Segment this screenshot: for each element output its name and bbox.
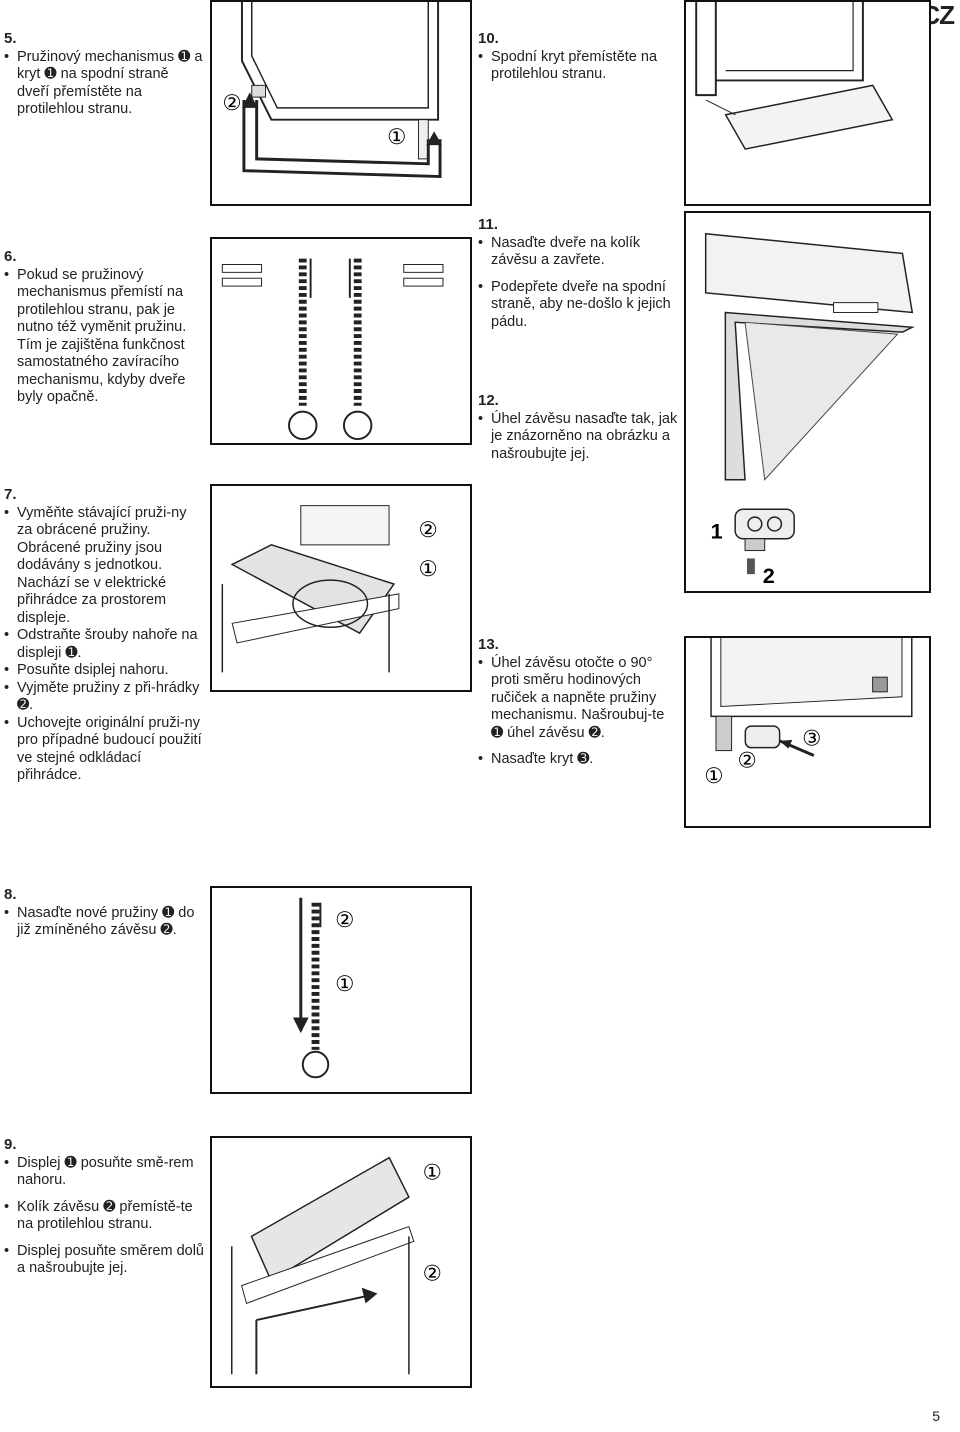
step-number: 5. <box>4 30 17 47</box>
step-item: Nasaďte dveře na kolík závěsu a zavřete. <box>478 235 678 270</box>
step-item: Odstraňte šrouby nahoře na displeji ➊. <box>4 627 204 662</box>
step-item: Nasaďte nové pružiny ➊ do již zmíněného … <box>4 905 204 940</box>
step-item: Vyměňte stávající pruži-ny za obrácené p… <box>4 505 204 628</box>
callout-2: ② <box>418 517 437 542</box>
step-item: Nasaďte kryt ➌. <box>478 751 678 769</box>
callout-2: 2 <box>763 563 775 588</box>
step-number: 10. <box>478 30 499 47</box>
figure-step-10 <box>684 0 931 206</box>
step-item: Pružinový mechanismus ➊ a kryt ➊ na spod… <box>4 49 204 119</box>
step-10: 10. Spodní kryt přemístěte na protilehlo… <box>478 30 678 84</box>
callout-1: 1 <box>711 519 723 544</box>
step-item: Vyjměte pružiny z při-hrádky ➋. <box>4 680 204 715</box>
callout-2: ② <box>737 748 756 772</box>
step-number: 7. <box>4 486 17 503</box>
figure-step-8: ② ① <box>210 886 472 1094</box>
step-6: 6. Pokud se pružinový mechanismus přemís… <box>4 248 204 407</box>
step-item: Kolík závěsu ➋ přemístě-te na protilehlo… <box>4 1199 204 1234</box>
callout-1: ① <box>418 556 437 581</box>
step-number: 9. <box>4 1136 17 1153</box>
step-number: 13. <box>478 636 499 653</box>
figure-step-6 <box>210 237 472 445</box>
step-8: 8. Nasaďte nové pružiny ➊ do již zmíněné… <box>4 886 204 940</box>
callout-1: ① <box>423 1159 442 1184</box>
callout-3: ③ <box>802 727 821 751</box>
callout-2: ② <box>423 1261 442 1286</box>
callout-1: ① <box>704 764 723 788</box>
step-item: Úhel závěsu otočte o 90° proti směru hod… <box>478 655 678 743</box>
callout-1: ① <box>335 971 354 996</box>
step-item: Spodní kryt přemístěte na protilehlou st… <box>478 49 678 84</box>
step-number: 12. <box>478 392 499 409</box>
step-11: 11. Nasaďte dveře na kolík závěsu a zavř… <box>478 216 678 340</box>
step-7: 7. Vyměňte stávající pruži-ny za obrácen… <box>4 486 204 785</box>
step-12: 12. Úhel závěsu nasaďte tak, jak je znáz… <box>478 392 678 463</box>
step-item: Displej ➊ posuňte smě-rem nahoru. <box>4 1155 204 1190</box>
step-5: 5. Pružinový mechanismus ➊ a kryt ➊ na s… <box>4 30 204 119</box>
step-item: Pokud se pružinový mechanismus přemístí … <box>4 267 204 407</box>
step-item: Uchovejte originální pruži-ny pro případ… <box>4 715 204 785</box>
step-number: 11. <box>478 216 499 233</box>
figure-step-7: ② ① <box>210 484 472 692</box>
step-item: Úhel závěsu nasaďte tak, jak je znázorně… <box>478 411 678 464</box>
page-number: 5 <box>932 1408 940 1424</box>
figure-step-5: ② ① <box>210 0 472 206</box>
step-number: 8. <box>4 886 17 903</box>
step-9: 9. Displej ➊ posuňte smě-rem nahoru. Kol… <box>4 1136 204 1287</box>
callout-2: ② <box>222 90 241 115</box>
step-item: Displej posuňte směrem dolů a našroubujt… <box>4 1243 204 1278</box>
step-13: 13. Úhel závěsu otočte o 90° proti směru… <box>478 636 678 778</box>
figure-step-9: ① ② <box>210 1136 472 1388</box>
step-number: 6. <box>4 248 17 265</box>
step-item: Podepřete dveře na spodní straně, aby ne… <box>478 279 678 332</box>
figure-step-13: ① ② ③ <box>684 636 931 828</box>
step-item: Posuňte dsiplej nahoru. <box>4 662 204 680</box>
figure-step-12: 1 2 <box>684 211 931 593</box>
callout-1: ① <box>387 124 406 149</box>
callout-2: ② <box>335 907 354 932</box>
